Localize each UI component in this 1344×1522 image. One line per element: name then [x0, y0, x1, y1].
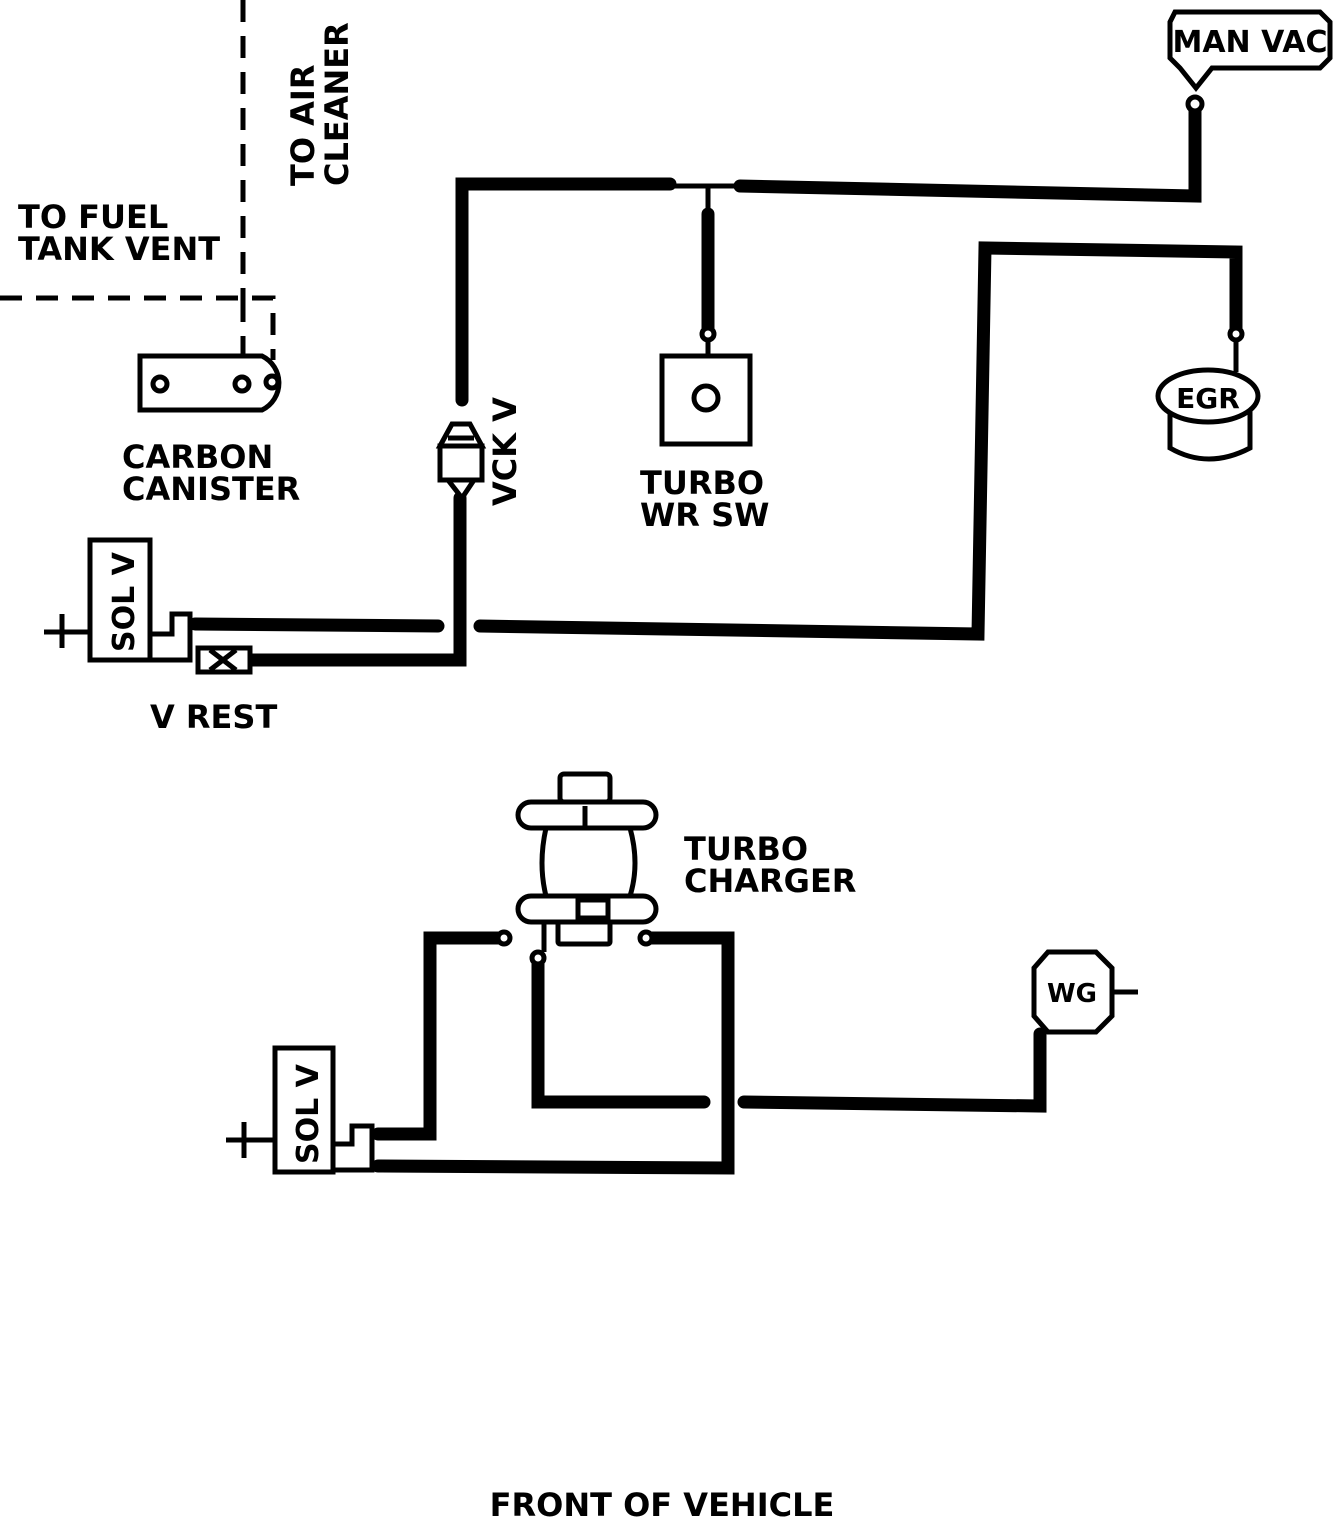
v-rest-label: V REST: [150, 698, 277, 736]
turbocharger-label-line2: CHARGER: [684, 862, 856, 900]
man-vac-fitting: [1167, 9, 1333, 93]
egr-valve-icon: [1155, 325, 1261, 462]
to-fuel-tank-vent-label-line1: TO FUEL: [18, 198, 168, 236]
turbo-wr-sw-label-line2: WR SW: [640, 496, 769, 534]
hose-tee-to-manvac: [733, 103, 1202, 203]
hose-vrest-to-vckv: [243, 491, 467, 667]
to-fuel-tank-vent-label-line2: TANK VENT: [18, 230, 220, 268]
hose-turbo-center: [531, 953, 711, 1109]
turbo-wr-sw-label-line1: TURBO: [640, 464, 764, 502]
egr-label: EGR: [1176, 382, 1240, 415]
turbo-wr-switch-icon: [659, 325, 753, 447]
hose-solv-to-turbo-left: [371, 931, 507, 1141]
front-of-vehicle-label: FRONT OF VEHICLE: [490, 1486, 835, 1522]
carbon-canister-icon: [137, 353, 282, 413]
man-vac-label: MAN VAC: [1172, 25, 1327, 60]
to-air-cleaner-label-line2: CLEANER: [318, 22, 356, 186]
turbocharger-icon: [495, 771, 659, 967]
to-air-cleaner-label-line1: TO AIR: [284, 65, 322, 186]
hose-egr: [473, 241, 1243, 641]
fuel-tank-vent-dashed-line: [0, 295, 276, 360]
hose-solv-to-turbo-right: [371, 931, 735, 1175]
vacuum-restrictor-icon: [195, 645, 253, 675]
carbon-canister-label-line2: CANISTER: [122, 470, 300, 508]
hose-vckv-to-manvac: [455, 177, 677, 407]
lower-sol-v-label: SOL V: [291, 1063, 326, 1164]
upper-solenoid-valve-icon: [44, 537, 193, 663]
lower-solenoid-valve-icon: [226, 1045, 375, 1175]
wastegate-icon: [1031, 949, 1138, 1035]
hose-to-wastegate: [737, 1027, 1047, 1113]
wg-label: WG: [1047, 979, 1097, 1009]
vck-v-label: VCK V: [486, 397, 524, 506]
upper-sol-v-label: SOL V: [107, 551, 142, 652]
carbon-canister-label-line1: CARBON: [122, 438, 273, 476]
vacuum-check-valve-icon: [435, 421, 487, 503]
hose-solv-to-vckv: [188, 617, 445, 633]
turbocharger-label-line1: TURBO: [684, 830, 808, 868]
man-vac-port: [1185, 94, 1205, 114]
